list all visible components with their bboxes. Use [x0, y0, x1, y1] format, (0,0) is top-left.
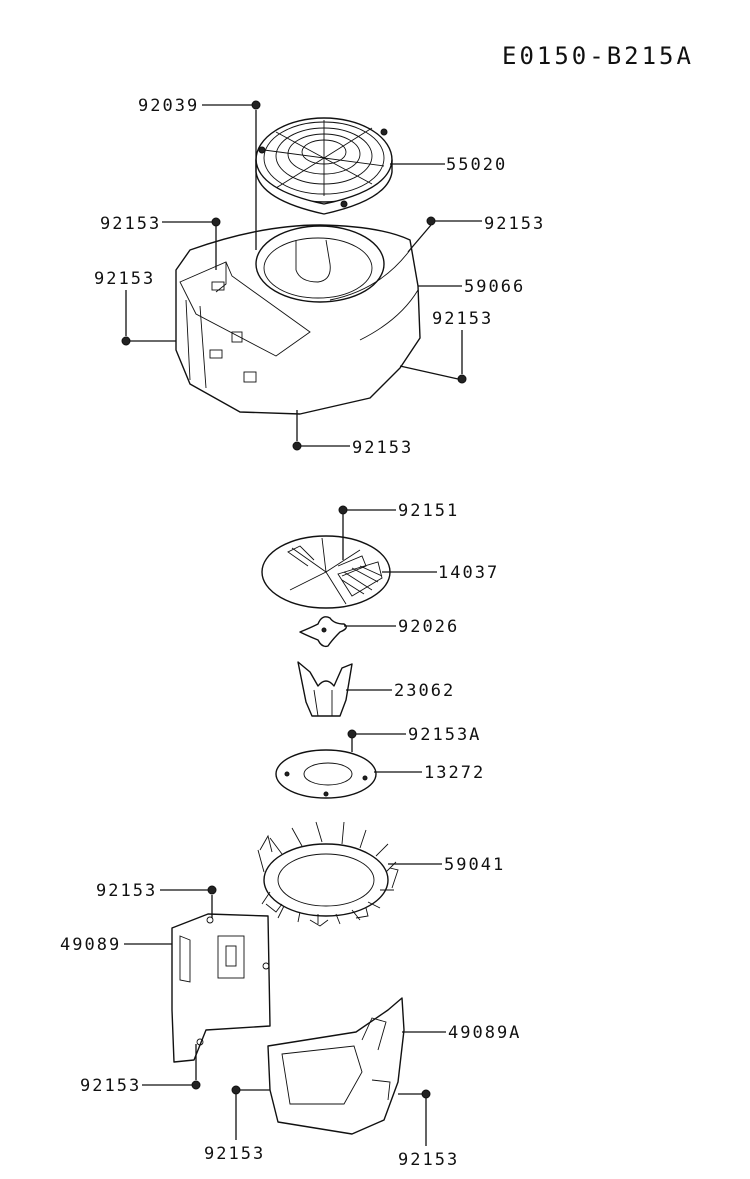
callout-59041: 59041 — [444, 855, 505, 875]
callout-92153-top-left: 92153 — [100, 214, 161, 234]
callout-14037: 14037 — [438, 563, 499, 583]
callout-92153-bottom-right: 92153 — [398, 1150, 459, 1170]
callout-92153-bottom: 92153 — [352, 438, 413, 458]
cover-49089A — [231, 997, 431, 1135]
callout-labels: 92039 55020 92153 92153 92153 59066 9215… — [60, 96, 545, 1170]
callout-92153A: 92153A — [408, 725, 481, 745]
callout-92039: 92039 — [138, 96, 199, 116]
callout-92151: 92151 — [398, 501, 459, 521]
plate-92026 — [299, 616, 347, 648]
callout-23062: 23062 — [394, 681, 455, 701]
cover-49089 — [171, 885, 271, 1090]
callout-92153-left: 92153 — [94, 269, 155, 289]
callout-92153-right: 92153 — [432, 309, 493, 329]
callout-92153-top-right: 92153 — [484, 214, 545, 234]
callout-59066: 59066 — [464, 277, 525, 297]
callout-55020: 55020 — [446, 155, 507, 175]
plate-13272 — [275, 729, 377, 799]
bracket-23062 — [297, 661, 353, 717]
flywheel-fan-59041 — [257, 821, 399, 927]
fan-screen-55020 — [255, 117, 393, 215]
callout-92153-bottom-left-1: 92153 — [80, 1076, 141, 1096]
callout-49089: 49089 — [60, 935, 121, 955]
mesh-area — [337, 561, 383, 597]
callout-92153-center-left: 92153 — [96, 881, 157, 901]
leader-lines — [124, 104, 482, 1146]
fan-plate-14037 — [261, 505, 391, 609]
blower-housing-59066 — [175, 224, 421, 415]
callout-92026: 92026 — [398, 617, 459, 637]
callout-49089A: 49089A — [448, 1023, 521, 1043]
diagram-code: E0150-B215A — [502, 42, 694, 70]
callout-13272: 13272 — [424, 763, 485, 783]
callout-92153-bottom-left-2: 92153 — [204, 1144, 265, 1164]
